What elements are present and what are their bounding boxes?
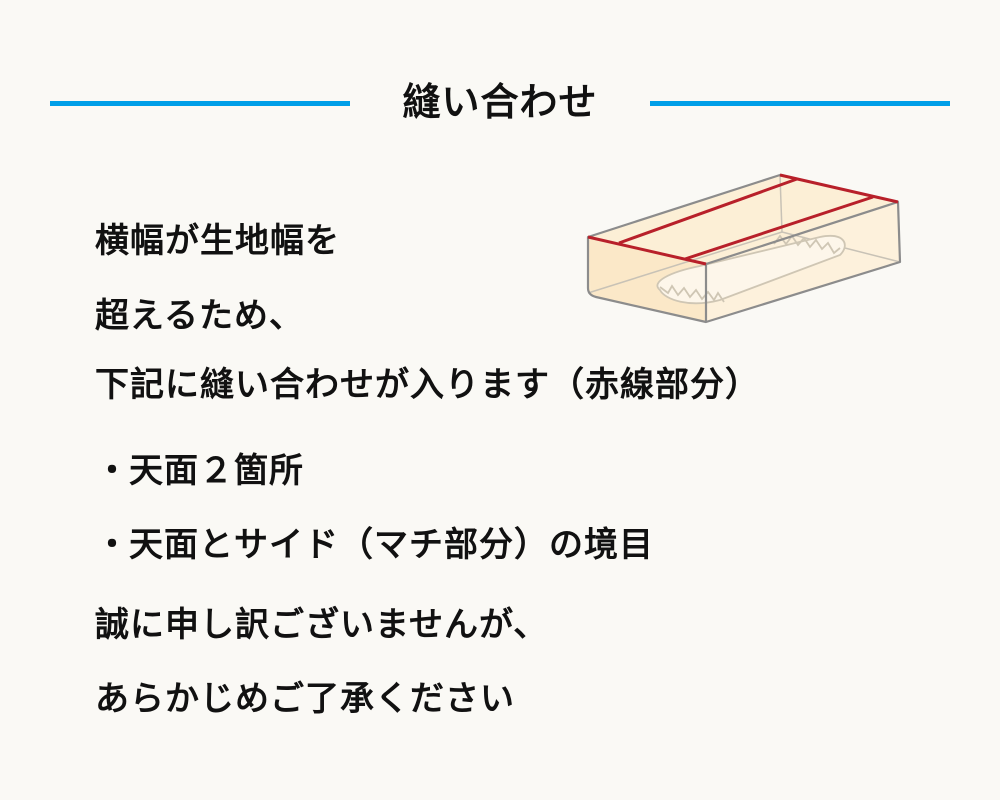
bullet-item: ・天面とサイド（マチ部分）の境目 [95, 522, 654, 568]
bullet-item: ・天面２箇所 [95, 448, 304, 494]
header-line-left [50, 101, 350, 106]
bullet-marker: ・ [95, 525, 130, 565]
intro-line-3: 下記に縫い合わせが入ります（赤線部分） [95, 365, 760, 405]
closing-line-1: 誠に申し訳ございませんが、 [95, 605, 549, 645]
intro-line-1: 横幅が生地幅を [95, 221, 340, 261]
header-title: 縫い合わせ [402, 80, 598, 124]
bullet-text: 天面とサイド（マチ部分）の境目 [129, 525, 654, 565]
bullet-marker: ・ [95, 451, 130, 491]
bullet-text: 天面２箇所 [129, 451, 304, 491]
intro-line-2: 超えるため、 [95, 296, 304, 336]
closing-line-2: あらかじめご了承ください [95, 679, 515, 719]
header-line-right [650, 101, 950, 106]
tissue-box-cover-icon [570, 160, 920, 340]
